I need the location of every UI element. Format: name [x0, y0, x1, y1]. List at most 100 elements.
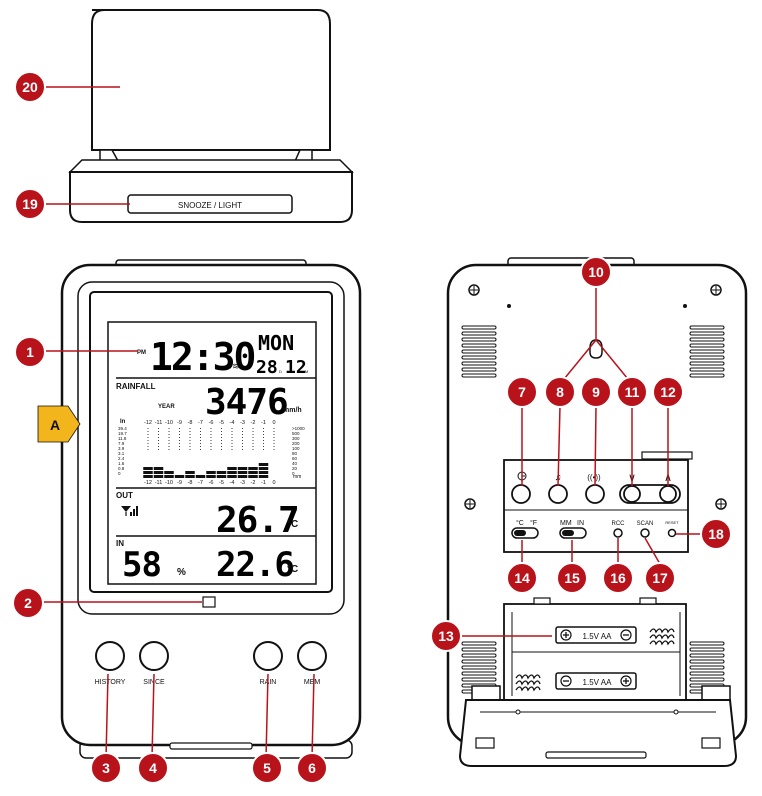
- snooze-light-label: SNOOZE / LIGHT: [178, 201, 242, 210]
- callout-14: 14: [506, 562, 538, 594]
- chart-left-tick: 7.9: [118, 441, 125, 446]
- front-bottom-slot: [169, 742, 253, 750]
- vent-slot: [461, 665, 497, 670]
- chart-bar-segment: [258, 463, 269, 466]
- callout-number: 16: [610, 570, 626, 586]
- pin-hole: [683, 304, 687, 308]
- snooze-button[interactable]: [548, 484, 568, 504]
- callout-badge: [251, 752, 283, 784]
- chart-hour-label: -11: [155, 480, 163, 486]
- rainfall-value: 3476: [205, 382, 288, 423]
- stand-slot: [545, 751, 647, 759]
- back-device: ♫ ((•)) ∨ ∧ °C °F MM IN RCC SCAN RESET: [446, 257, 748, 767]
- chart-bar-segment: [227, 475, 237, 478]
- vent-slot: [461, 677, 497, 682]
- vent-slot: [461, 641, 497, 646]
- chart-left-tick: 2.4: [118, 456, 125, 461]
- chart-bars: [143, 428, 275, 478]
- top-device: SNOOZE / LIGHT: [68, 9, 354, 223]
- chart-bar-segment: [164, 475, 174, 478]
- clock-time: 12:30: [150, 335, 255, 379]
- switch-knob: [514, 530, 526, 536]
- chart-bar-segment: [216, 475, 227, 478]
- chart-left-tick: 19.7: [118, 431, 127, 436]
- callout-number: 10: [588, 264, 604, 280]
- vent-slot: [461, 373, 497, 378]
- chart-bar-segment: [237, 475, 248, 478]
- mem-button[interactable]: [297, 641, 327, 671]
- scan-button[interactable]: [640, 528, 650, 538]
- chart-bar-segment: [258, 471, 269, 474]
- chart-bar-segment: [143, 467, 153, 470]
- chart-bar-segment: [206, 471, 216, 474]
- history-button[interactable]: [95, 641, 125, 671]
- chart-bar-segment: [206, 475, 216, 478]
- out-label: OUT: [116, 491, 133, 500]
- chart-hour-label: -10: [165, 420, 173, 426]
- chart-hour-label: -9: [177, 480, 182, 486]
- vent-slot: [461, 659, 497, 664]
- down-button[interactable]: [623, 485, 641, 503]
- chart-left-tick: 0: [118, 471, 121, 476]
- chart-hour-label: -7: [198, 420, 203, 426]
- callout-19: 19: [14, 188, 46, 220]
- indoor-temp-unit: °C: [287, 564, 298, 575]
- callout-4: 4: [137, 752, 169, 784]
- callout-number: 2: [24, 595, 32, 611]
- chart-bar-segment: [143, 475, 153, 478]
- callout-12: 12: [652, 376, 684, 408]
- chart-right-tick: 500: [292, 431, 300, 436]
- battery-1: [555, 626, 637, 644]
- callout-6: 6: [296, 752, 328, 784]
- vent-slot: [689, 367, 725, 372]
- vent-slot: [689, 361, 725, 366]
- chart-hour-label: -7: [198, 480, 203, 486]
- chart-right-tick: >1000: [292, 426, 305, 431]
- radio-sync-button[interactable]: [585, 484, 605, 504]
- chart-hour-label: -6: [209, 480, 214, 486]
- wave-icon: ((•)): [587, 473, 601, 482]
- callout-number: 6: [308, 760, 316, 776]
- callout-badge: [296, 752, 328, 784]
- alarm-button[interactable]: [511, 484, 531, 504]
- plus-icon: [620, 675, 632, 687]
- chart-left-tick: 39.4: [118, 426, 127, 431]
- humidity-unit: %: [177, 567, 186, 578]
- callout-15: 15: [556, 562, 588, 594]
- reset-button[interactable]: [667, 528, 677, 538]
- up-button[interactable]: [659, 485, 677, 503]
- stand-screw: [673, 709, 679, 715]
- callout-badge: [14, 188, 46, 220]
- front-device: PM 12:30 ≋ MON 28 12 D M RAINFALL YEAR 3…: [60, 259, 362, 759]
- callout-badge: [12, 587, 44, 619]
- screw-icon: [715, 498, 727, 510]
- back-stand: [458, 699, 738, 767]
- callout-number: 1: [26, 344, 34, 360]
- history-label: HISTORY: [95, 679, 126, 686]
- vent-slot: [461, 647, 497, 652]
- since-button[interactable]: [139, 641, 169, 671]
- callout-badge: [616, 376, 648, 408]
- callout-3: 3: [90, 752, 122, 784]
- callout-number: 8: [556, 384, 564, 400]
- chart-left-tick: 3.9: [118, 446, 125, 451]
- chart-bar-segment: [248, 471, 258, 474]
- chart-bar-segment: [258, 467, 269, 470]
- chart-hour-label: -12: [144, 420, 152, 426]
- chart-bar-segment: [248, 467, 258, 470]
- rcc-button[interactable]: [613, 528, 623, 538]
- chart-bar-segment: [237, 471, 248, 474]
- chart-hour-label: -8: [188, 480, 193, 486]
- callout-number: 3: [102, 760, 110, 776]
- vent-slot: [689, 349, 725, 354]
- chart-hour-label: -1: [261, 480, 266, 486]
- vent-slot: [689, 671, 725, 676]
- signal-strength-icon: [121, 506, 138, 516]
- callout-badge: [544, 376, 576, 408]
- rain-button[interactable]: [253, 641, 283, 671]
- vent-slot: [461, 349, 497, 354]
- callout-2: 2: [12, 587, 44, 619]
